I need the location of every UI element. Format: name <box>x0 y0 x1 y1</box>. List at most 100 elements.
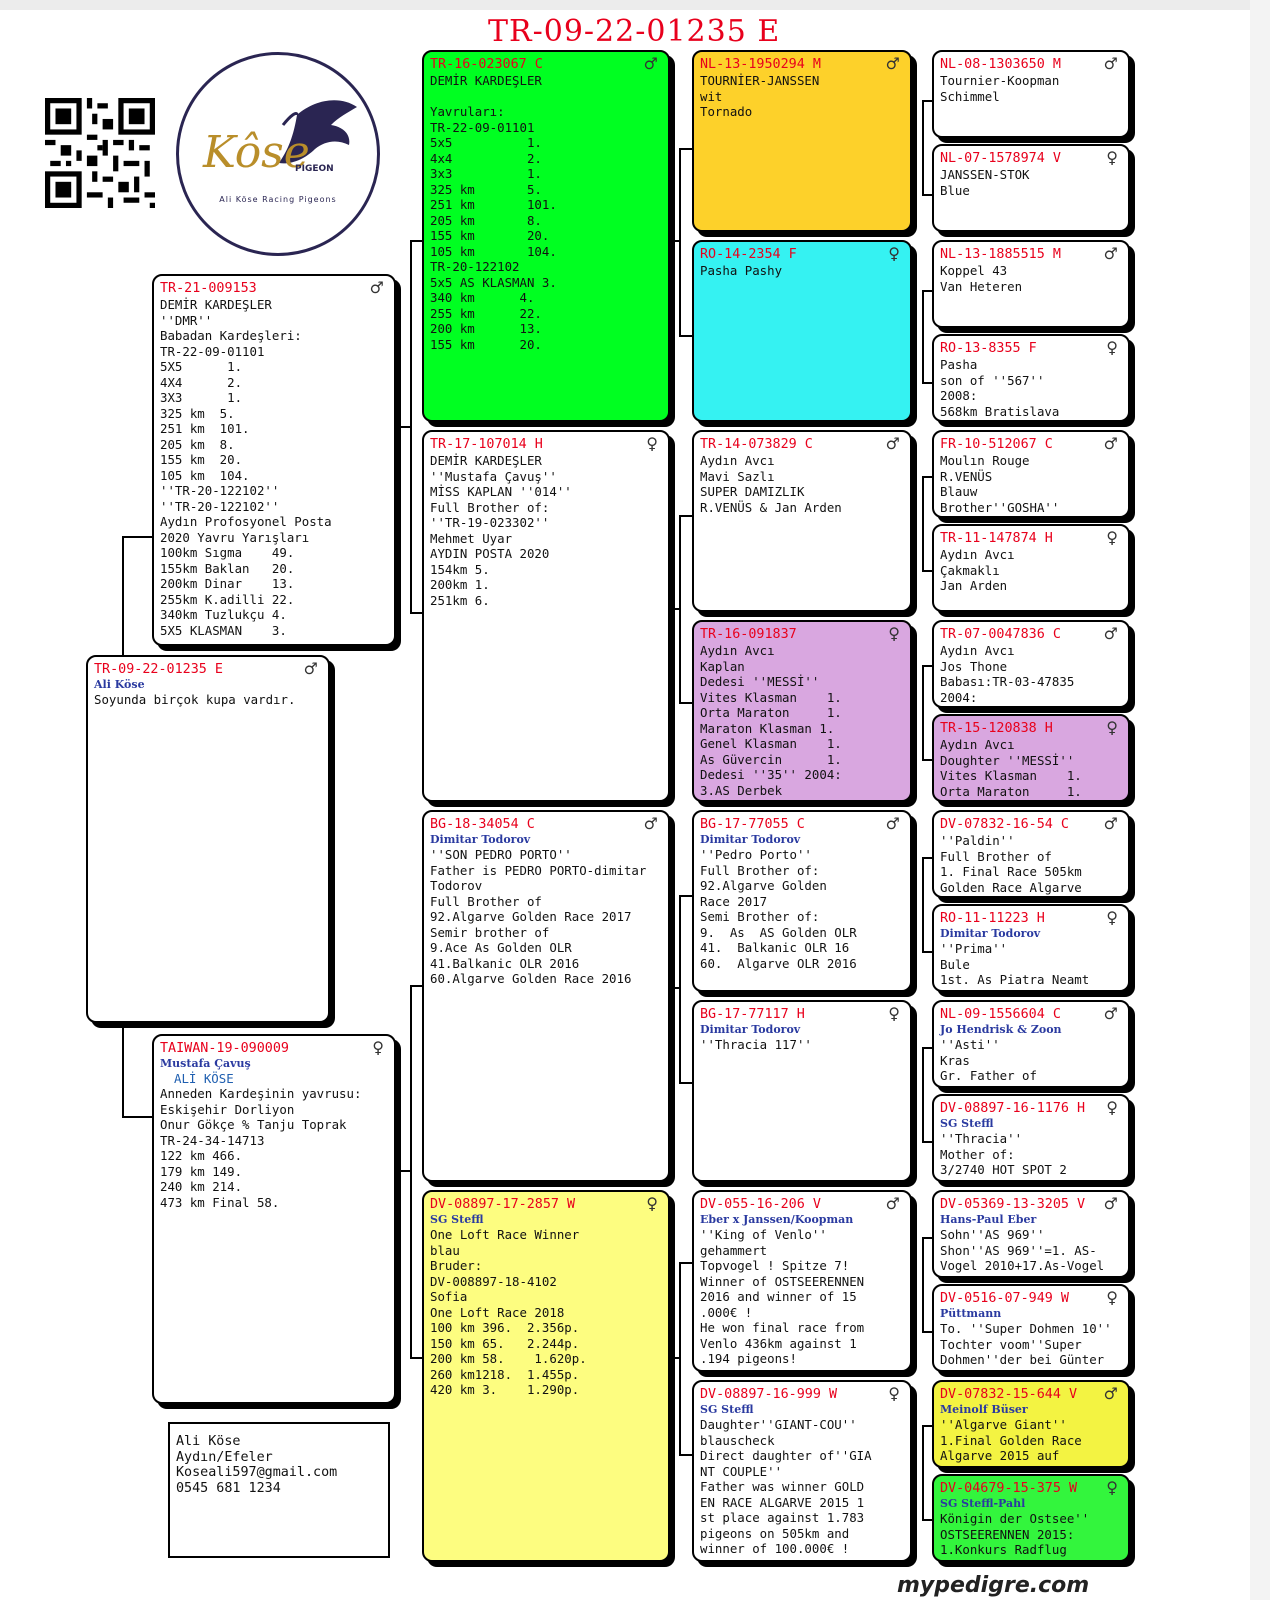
card-text: Anneden Kardeşinin yavrusu: Eskişehir Do… <box>160 1086 362 1210</box>
ring-number: TR-09-22-01235 E <box>94 662 223 677</box>
female-icon: ♀ <box>888 1384 900 1403</box>
card-text: Königin der Ostsee'' OSTSEERENNEN 2015: … <box>940 1511 1090 1557</box>
ring-number: TR-17-107014 H <box>430 437 543 452</box>
ring-number: RO-13-8355 F <box>940 341 1037 356</box>
female-icon: ♀ <box>1106 1478 1118 1497</box>
card-text: ''SON PEDRO PORTO'' Father is PEDRO PORT… <box>430 847 647 986</box>
male-icon: ♂ <box>643 814 658 833</box>
sire-sire-card[interactable]: TR-16-023067 C ♂ DEMİR KARDEŞLER Yavrula… <box>422 50 670 422</box>
connector-g1516 <box>922 1425 934 1521</box>
male-icon: ♂ <box>885 1194 900 1213</box>
logo-subtitle: Ali Köse Racing Pigeons <box>219 195 337 204</box>
sire-dam-card[interactable]: TR-17-107014 H ♀ DEMİR KARDEŞLER ''Musta… <box>422 430 670 802</box>
owner-name: Jo Hendrisk & Zoon <box>940 1023 1062 1036</box>
sire-card[interactable]: TR-21-009153 ♂ DEMİR KARDEŞLER ''DMR'' B… <box>152 274 396 646</box>
sdd-card[interactable]: TR-16-091837 ♀ Aydın Avcı Kaplan Dedesi … <box>692 620 912 802</box>
g4-card-16[interactable]: DV-04679-15-375 W ♀ SG Steffl-Pahl König… <box>932 1474 1130 1562</box>
g4-card-12[interactable]: DV-08897-16-1176 H ♀ SG Steffl ''Thracia… <box>932 1094 1130 1182</box>
ring-number: TR-11-147874 H <box>940 531 1053 546</box>
ddd-card[interactable]: DV-08897-16-999 W ♀ SG Steffl Daughter''… <box>692 1380 912 1562</box>
g4-card-9[interactable]: DV-07832-16-54 C ♂ ''Paldin'' Full Broth… <box>932 810 1130 898</box>
ring-number: NL-07-1578974 V <box>940 151 1061 166</box>
connector-g56 <box>922 476 934 572</box>
owner-name: Dimitar Todorov <box>430 833 531 846</box>
ring-number: NL-09-1556604 C <box>940 1007 1061 1022</box>
card-text: Aydın Avcı Doughter ''MESSİ'' Vites Klas… <box>940 737 1082 799</box>
ring-number: RO-14-2354 F <box>700 247 797 262</box>
g4-card-8[interactable]: TR-15-120838 H ♀ Aydın Avcı Doughter ''M… <box>932 714 1130 802</box>
ring-number: TR-07-0047836 C <box>940 627 1061 642</box>
male-icon: ♂ <box>885 434 900 453</box>
male-icon: ♂ <box>1103 1194 1118 1213</box>
g4-card-11[interactable]: NL-09-1556604 C ♂ Jo Hendrisk & Zoon ''A… <box>932 1000 1130 1088</box>
ring-number: NL-13-1950294 M <box>700 57 821 72</box>
g4-card-10[interactable]: RO-11-11223 H ♀ Dimitar Todorov ''Prima'… <box>932 904 1130 992</box>
dam-sire-card[interactable]: BG-18-34054 C ♂ Dimitar Todorov ''SON PE… <box>422 810 670 1182</box>
dam-dam-card[interactable]: DV-08897-17-2857 W ♀ SG Steffl One Loft … <box>422 1190 670 1562</box>
male-icon: ♂ <box>1103 624 1118 643</box>
card-text: TOURNİER-JANSSEN wit Tornado <box>700 73 820 119</box>
ring-number: TAIWAN-19-090009 <box>160 1041 289 1056</box>
g4-card-5[interactable]: FR-10-512067 C ♂ Moulın Rouge R.VENÜS Bl… <box>932 430 1130 518</box>
dam-card[interactable]: TAIWAN-19-090009 ♀ Mustafa Çavuş ALİ KÖS… <box>152 1034 396 1404</box>
card-text: Tournier-Koopman Schimmel <box>940 73 1060 104</box>
card-text: ''Asti'' Kras Gr. Father of <box>940 1037 1037 1083</box>
g4-card-2[interactable]: NL-07-1578974 V ♀ JANSSEN-STOK Blue <box>932 144 1130 232</box>
male-icon: ♂ <box>369 278 384 297</box>
g4-card-6[interactable]: TR-11-147874 H ♀ Aydın Avcı Çakmaklı Jan… <box>932 524 1130 612</box>
dsd-card[interactable]: BG-17-77117 H ♀ Dimitar Todorov ''Thraci… <box>692 1000 912 1182</box>
sds-card[interactable]: TR-14-073829 C ♂ Aydın Avcı Mavi Sazlı S… <box>692 430 912 612</box>
ring-number: TR-14-073829 C <box>700 437 813 452</box>
connector-g1314 <box>922 1237 934 1333</box>
pigeon-logo-icon: Kôse PIGEON <box>202 100 357 178</box>
sss-card[interactable]: NL-13-1950294 M ♂ TOURNİER-JANSSEN wit T… <box>692 50 912 232</box>
connector-stub <box>670 1357 679 1359</box>
card-text: ''Paldin'' Full Brother of 1. Final Race… <box>940 833 1082 895</box>
connector-ss <box>679 148 693 337</box>
owner-name: Ali Köse <box>94 678 145 691</box>
card-text: Koppel 43 Van Heteren <box>940 263 1023 294</box>
dss-card[interactable]: BG-17-77055 C ♂ Dimitar Todorov ''Pedro … <box>692 810 912 992</box>
subject-card[interactable]: TR-09-22-01235 E ♂ Ali Köse Soyunda birç… <box>86 655 330 1023</box>
g4-card-15[interactable]: DV-07832-15-644 V ♂ Meinolf Büser ''Alga… <box>932 1380 1130 1468</box>
qr-code <box>45 98 155 208</box>
g4-card-14[interactable]: DV-0516-07-949 W ♀ Püttmann To. ''Super … <box>932 1284 1130 1372</box>
owner-name: Meinolf Büser <box>940 1403 1028 1416</box>
connector-g78 <box>922 665 934 761</box>
ssd-card[interactable]: RO-14-2354 F ♀ Pasha Pashy <box>692 240 912 422</box>
ring-number: TR-16-091837 <box>700 627 797 642</box>
ring-number: DV-04679-15-375 W <box>940 1481 1078 1496</box>
connector-sd <box>679 515 693 704</box>
card-text: Pasha Pashy <box>700 263 783 278</box>
g4-card-1[interactable]: NL-08-1303650 M ♂ Tournier-Koopman Schim… <box>932 50 1130 138</box>
card-text: DEMİR KARDEŞLER Yavruları: TR-22-09-0110… <box>430 73 557 352</box>
female-icon: ♀ <box>888 1004 900 1023</box>
card-text: Sohn''AS 969'' Shon''AS 969''=1. AS- Vog… <box>940 1227 1105 1273</box>
connector-stub <box>670 240 679 242</box>
g4-card-3[interactable]: NL-13-1885515 M ♂ Koppel 43 Van Heteren <box>932 240 1130 328</box>
female-icon: ♀ <box>1106 528 1118 547</box>
male-icon: ♂ <box>885 54 900 73</box>
connector-stub <box>670 608 679 610</box>
connector-dam <box>410 985 424 1359</box>
owner-name: SG Steffl <box>700 1403 754 1416</box>
card-text: ''Algarve Giant'' 1.Final Golden Race Al… <box>940 1417 1082 1463</box>
card-text: To. ''Super Dohmen 10'' Tochter voom''Su… <box>940 1321 1112 1367</box>
owner-name: Dimitar Todorov <box>700 1023 801 1036</box>
logo-brand: Kôse <box>202 127 310 178</box>
male-icon: ♂ <box>1103 244 1118 263</box>
footer-site[interactable]: mypedigre.com <box>897 1573 1090 1598</box>
ring-number: DV-08897-16-999 W <box>700 1387 838 1402</box>
ring-number: BG-17-77117 H <box>700 1007 805 1022</box>
g4-card-7[interactable]: TR-07-0047836 C ♂ Aydın Avcı Jos Thone B… <box>932 620 1130 708</box>
ring-number: DV-07832-16-54 C <box>940 817 1069 832</box>
male-icon: ♂ <box>643 54 658 73</box>
ring-number: BG-18-34054 C <box>430 817 535 832</box>
owner-name: Dimitar Todorov <box>940 927 1041 940</box>
g4-card-4[interactable]: RO-13-8355 F ♀ Pasha son of ''567'' 2008… <box>932 334 1130 422</box>
club-logo: Kôse PIGEON Ali Köse Racing Pigeons <box>176 52 380 256</box>
female-icon: ♀ <box>372 1038 384 1057</box>
dds-card[interactable]: DV-055-16-206 V ♂ Eber x Janssen/Koopman… <box>692 1190 912 1372</box>
g4-card-13[interactable]: DV-05369-13-3205 V ♂ Hans-Paul Eber Sohn… <box>932 1190 1130 1278</box>
female-icon: ♀ <box>1106 908 1118 927</box>
